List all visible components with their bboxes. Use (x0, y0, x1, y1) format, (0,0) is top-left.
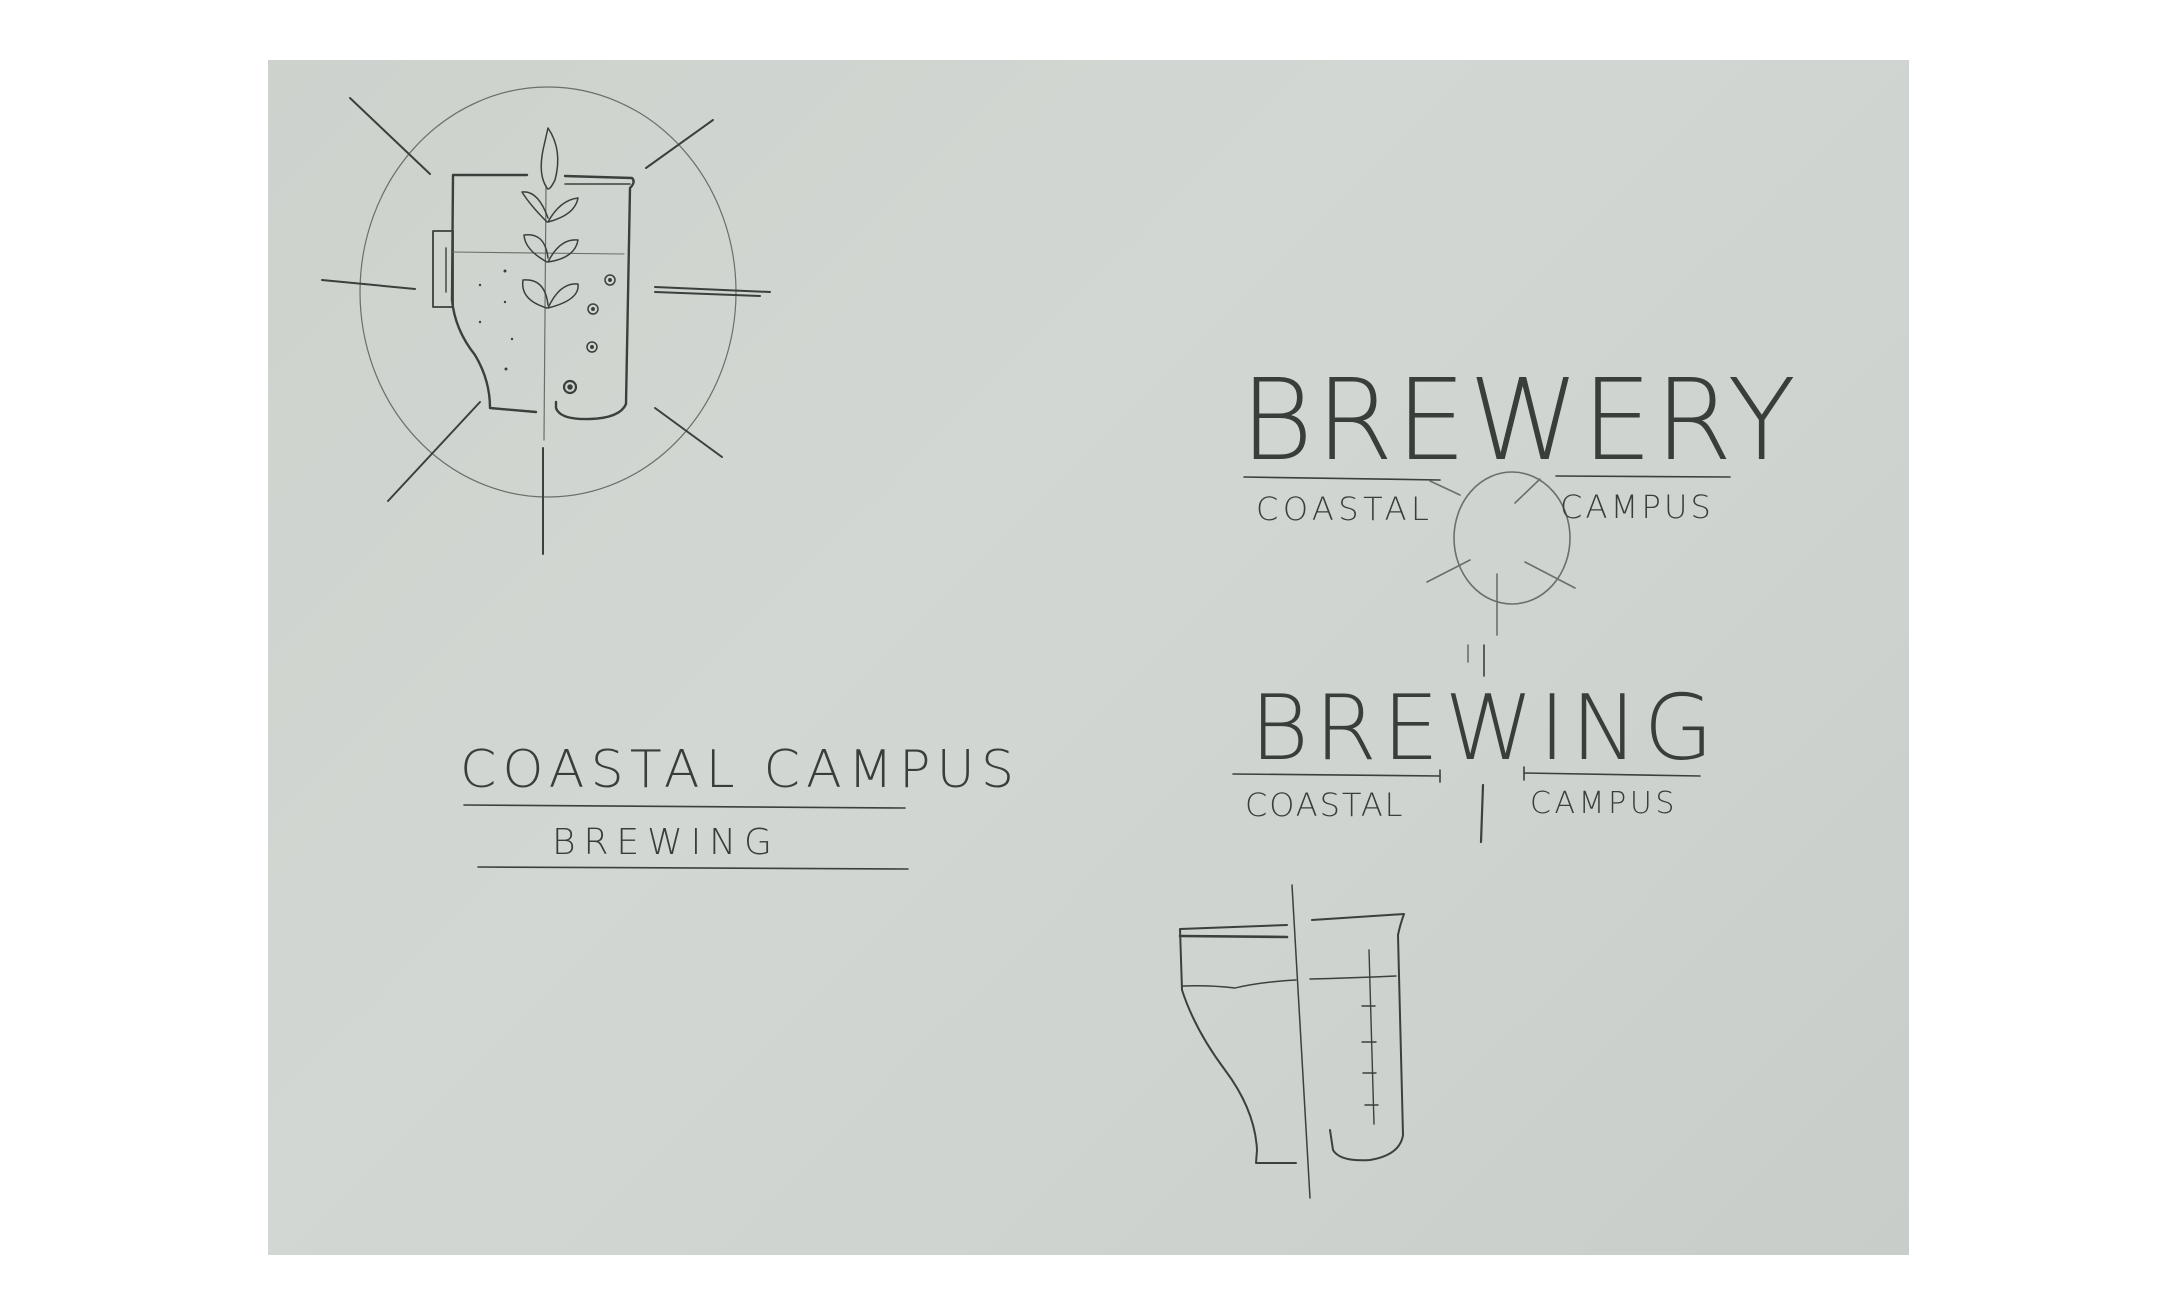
graduated-cylinder-icon (1309, 913, 1405, 1162)
logo-2-emblem (1243, 471, 1731, 663)
small-circle-icon (1453, 471, 1571, 605)
logo-3-right-tag: CAMPUS (1530, 786, 1679, 821)
beer-mug-icon (432, 173, 538, 414)
beer-glass-icon (1178, 924, 1297, 1164)
logo-3-left-tag: COASTAL (1245, 786, 1405, 824)
logo-2-left-tag: COASTAL (1256, 490, 1434, 528)
foam-dots (478, 269, 514, 371)
bubbles-icon (562, 274, 616, 395)
rays-icon (1426, 478, 1576, 663)
logo-3-wordmark: BREWING (1250, 676, 1719, 781)
logo-3-emblem (1232, 644, 1701, 844)
logo-1-subtitle: BREWING (552, 822, 780, 863)
logo-1-title: COASTAL CAMPUS (460, 740, 1021, 800)
logo-1-emblem (321, 86, 909, 870)
logo-2-wordmark: BREWERY (1240, 356, 1799, 486)
divider-line (1291, 884, 1311, 1199)
wheat-icon (521, 127, 579, 309)
logo-4-emblem (1178, 884, 1405, 1199)
logo-2-right-tag: CAMPUS (1560, 488, 1715, 526)
beaker-icon (554, 174, 635, 421)
emblem-circle (359, 86, 737, 498)
sun-rays-icon (321, 97, 771, 555)
